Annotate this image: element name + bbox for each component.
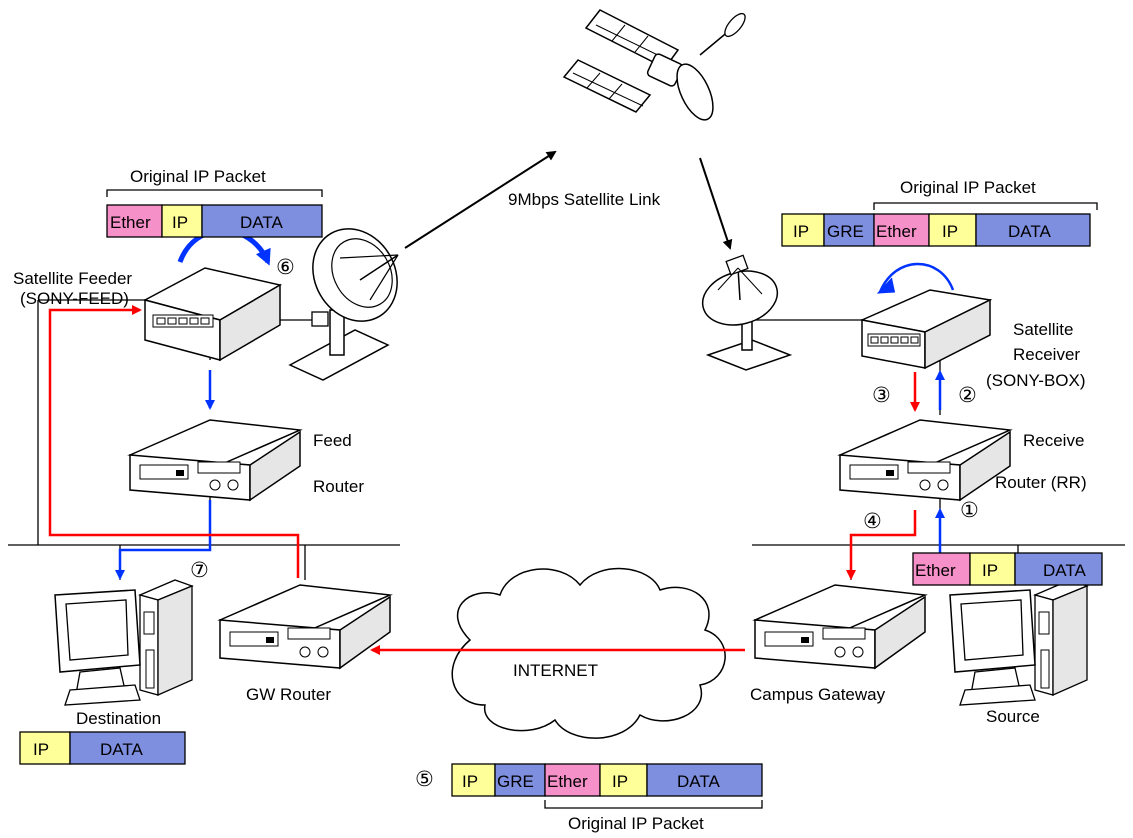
ip-field: IP — [462, 772, 478, 791]
step-7: ⑦ — [190, 558, 209, 582]
feed-router-label-2: Router — [313, 477, 364, 496]
packet-destination: IP DATA — [19, 731, 186, 765]
step-2: ② — [958, 383, 977, 407]
sat-receiver-label-2: Receiver — [1013, 345, 1080, 364]
data-field: DATA — [100, 740, 143, 759]
ether-field: Ether — [915, 561, 956, 580]
step-3: ③ — [872, 383, 891, 407]
ip-field: IP — [612, 772, 628, 791]
source-label: Source — [986, 707, 1040, 726]
modem-icon — [859, 289, 993, 370]
cloud-icon — [451, 567, 726, 739]
campus-gateway-label: Campus Gateway — [750, 685, 886, 704]
ether-field: Ether — [876, 222, 917, 241]
feed-router-label: Feed — [313, 431, 352, 450]
packet-source: Ether IP DATA — [912, 552, 1103, 586]
gre-field: GRE — [497, 772, 534, 791]
red-path — [48, 305, 920, 655]
ip-field: IP — [942, 222, 958, 241]
router-icon — [127, 419, 303, 502]
original-packet-caption: Original IP Packet — [900, 178, 1036, 197]
dish-antenna-icon — [701, 254, 793, 371]
destination-label: Destination — [76, 709, 161, 728]
data-field: DATA — [240, 213, 283, 232]
gw-router-label: GW Router — [246, 685, 331, 704]
router-icon — [217, 584, 393, 670]
packet-feeder: Original IP Packet Ether IP DATA — [106, 167, 323, 238]
sat-receiver-label: Satellite — [1013, 320, 1073, 339]
ether-field: Ether — [110, 213, 151, 232]
original-packet-caption: Original IP Packet — [568, 814, 704, 833]
satellite-link-label: 9Mbps Satellite Link — [508, 190, 661, 209]
modem-icon — [142, 267, 283, 362]
ip-field: IP — [793, 222, 809, 241]
ip-field: IP — [172, 213, 188, 232]
ip-field: IP — [982, 561, 998, 580]
packet-receiver: Original IP Packet IP GRE Ether IP DATA — [781, 178, 1098, 247]
data-field: DATA — [677, 772, 720, 791]
satellite-icon — [562, 9, 746, 121]
sat-feeder-sub-label: (SONY-FEED) — [20, 289, 129, 308]
ether-field: Ether — [547, 772, 588, 791]
data-field: DATA — [1008, 222, 1051, 241]
receive-router-label-2: Router (RR) — [995, 473, 1087, 492]
sat-feeder-label: Satellite Feeder — [13, 269, 132, 288]
data-field: DATA — [1043, 561, 1086, 580]
dish-antenna-icon — [288, 228, 399, 381]
packet-internet: IP GRE Ether IP DATA Original IP Packet — [451, 763, 763, 833]
sat-receiver-label-3: (SONY-BOX) — [986, 371, 1086, 390]
step-5: ⑤ — [415, 767, 434, 791]
original-packet-caption: Original IP Packet — [130, 167, 266, 186]
desktop-computer-icon — [54, 579, 194, 706]
gre-field: GRE — [827, 222, 864, 241]
ip-field: IP — [33, 740, 49, 759]
internet-label: INTERNET — [513, 661, 598, 680]
router-icon — [752, 584, 928, 670]
step-1: ① — [960, 498, 979, 522]
blue-arrowhead — [876, 277, 896, 294]
router-icon — [837, 419, 1013, 502]
desktop-computer-icon — [949, 579, 1089, 706]
step-6: ⑥ — [276, 255, 295, 279]
step-4: ④ — [863, 509, 882, 533]
receive-router-label: Receive — [1023, 431, 1084, 450]
